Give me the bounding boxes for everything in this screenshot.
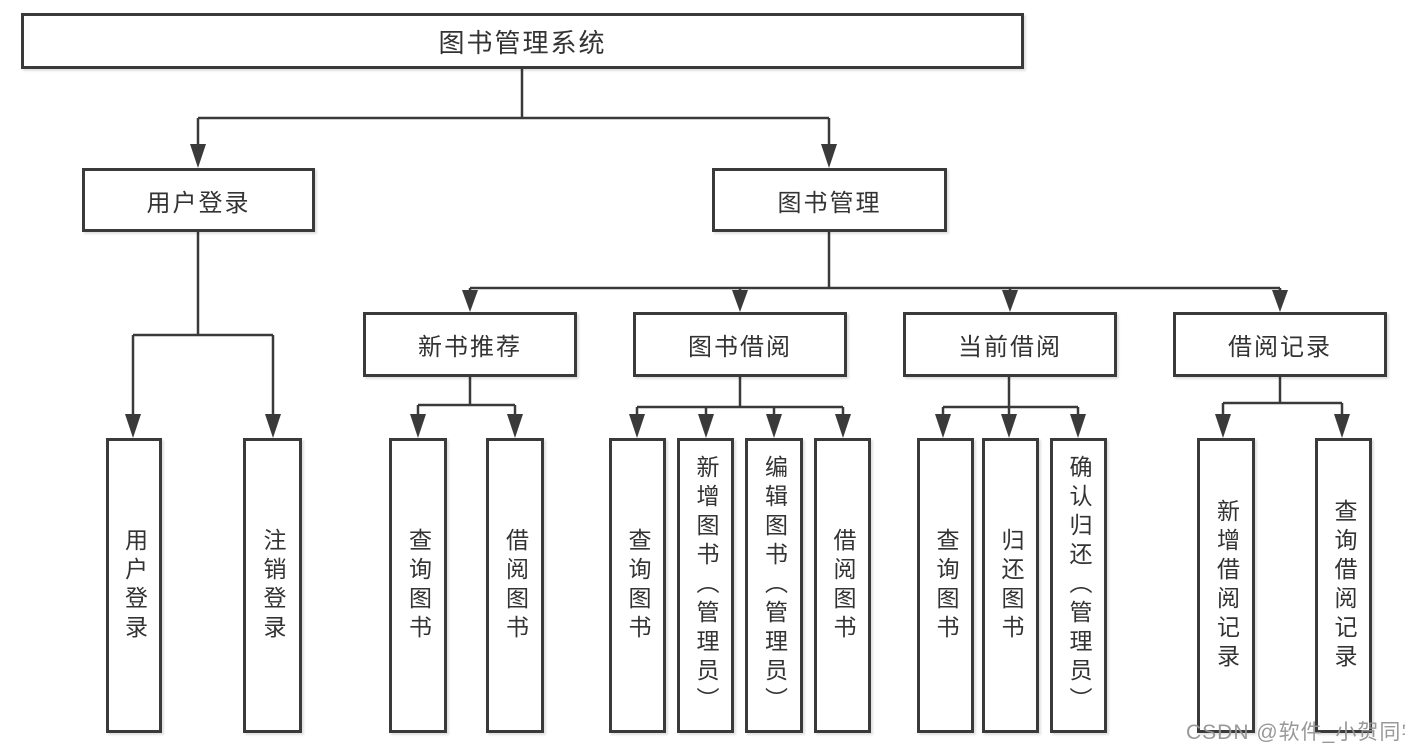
arrow-icon [1215,414,1231,438]
arrow-icon [125,414,141,438]
arrow-icon [1272,290,1288,312]
leaf-logout-label: 注销登录 [260,527,286,644]
leaf-bb-edit-books-admin-label: 编辑图书（管理员） [761,455,788,716]
node-book-management-label: 图书管理 [777,189,882,217]
arrowheads [125,144,1350,438]
arrow-icon [698,414,714,438]
node-new-book-recommend-label: 新书推荐 [418,334,522,361]
leaf-user-login: 用户登录 [106,438,162,733]
arrow-icon [1070,414,1086,438]
leaf-cb-return-books: 归还图书 [982,438,1039,733]
arrow-icon [629,414,645,438]
leaf-cb-query-books: 查询图书 [917,438,974,733]
leaf-bb-borrow-books: 借阅图书 [814,438,871,733]
leaf-cb-return-books-label: 归还图书 [998,527,1024,644]
node-new-book-recommend: 新书推荐 [363,312,577,377]
leaf-user-login-label: 用户登录 [121,527,148,644]
arrow-icon [265,414,281,438]
arrow-icon [766,414,782,438]
leaf-br-query-record: 查询借阅记录 [1315,438,1372,733]
arrow-icon [1002,290,1018,312]
node-current-borrow-label: 当前借阅 [958,334,1062,361]
node-borrow-records-label: 借阅记录 [1228,334,1332,361]
arrow-icon [935,414,951,438]
leaf-cb-query-books-label: 查询图书 [933,527,959,644]
leaf-bb-query-books: 查询图书 [609,438,666,733]
leaf-cb-confirm-return-admin-label: 确认归还（管理员） [1066,455,1092,716]
node-user-login-label: 用户登录 [146,189,251,217]
leaf-cb-confirm-return-admin: 确认归还（管理员） [1050,438,1107,733]
node-borrow-records: 借阅记录 [1173,312,1387,377]
arrow-icon [462,290,478,312]
node-book-management: 图书管理 [712,168,947,232]
arrow-icon [507,414,523,438]
leaf-rec-query-books-label: 查询图书 [405,527,432,644]
leaf-bb-query-books-label: 查询图书 [625,527,651,644]
node-root: 图书管理系统 [21,13,1024,69]
arrow-icon [732,290,748,312]
leaf-br-add-record: 新增借阅记录 [1197,438,1255,733]
leaf-bb-borrow-books-label: 借阅图书 [830,527,856,644]
arrow-icon [821,144,837,168]
arrow-icon [835,414,851,438]
leaf-bb-add-books-admin: 新增图书（管理员） [677,438,734,733]
arrow-icon [1001,414,1017,438]
leaf-bb-add-books-admin-label: 新增图书（管理员） [693,455,719,716]
leaf-logout: 注销登录 [243,438,302,733]
arrow-icon [190,144,206,168]
node-book-borrow-label: 图书借阅 [688,334,792,361]
leaf-br-query-record-label: 查询借阅记录 [1331,498,1357,673]
watermark: CSDN @软件_小贺同学 [1186,721,1405,744]
arrow-icon [1334,414,1350,438]
leaf-rec-borrow-books-label: 借阅图书 [502,527,529,644]
node-root-label: 图书管理系统 [438,27,607,58]
leaf-bb-edit-books-admin: 编辑图书（管理员） [745,438,803,733]
leaf-rec-borrow-books: 借阅图书 [486,438,544,733]
node-user-login: 用户登录 [82,168,315,232]
leaf-br-add-record-label: 新增借阅记录 [1213,498,1240,673]
arrow-icon [410,414,426,438]
leaf-rec-query-books: 查询图书 [389,438,447,733]
node-current-borrow: 当前借阅 [903,312,1117,377]
node-book-borrow: 图书借阅 [633,312,847,377]
